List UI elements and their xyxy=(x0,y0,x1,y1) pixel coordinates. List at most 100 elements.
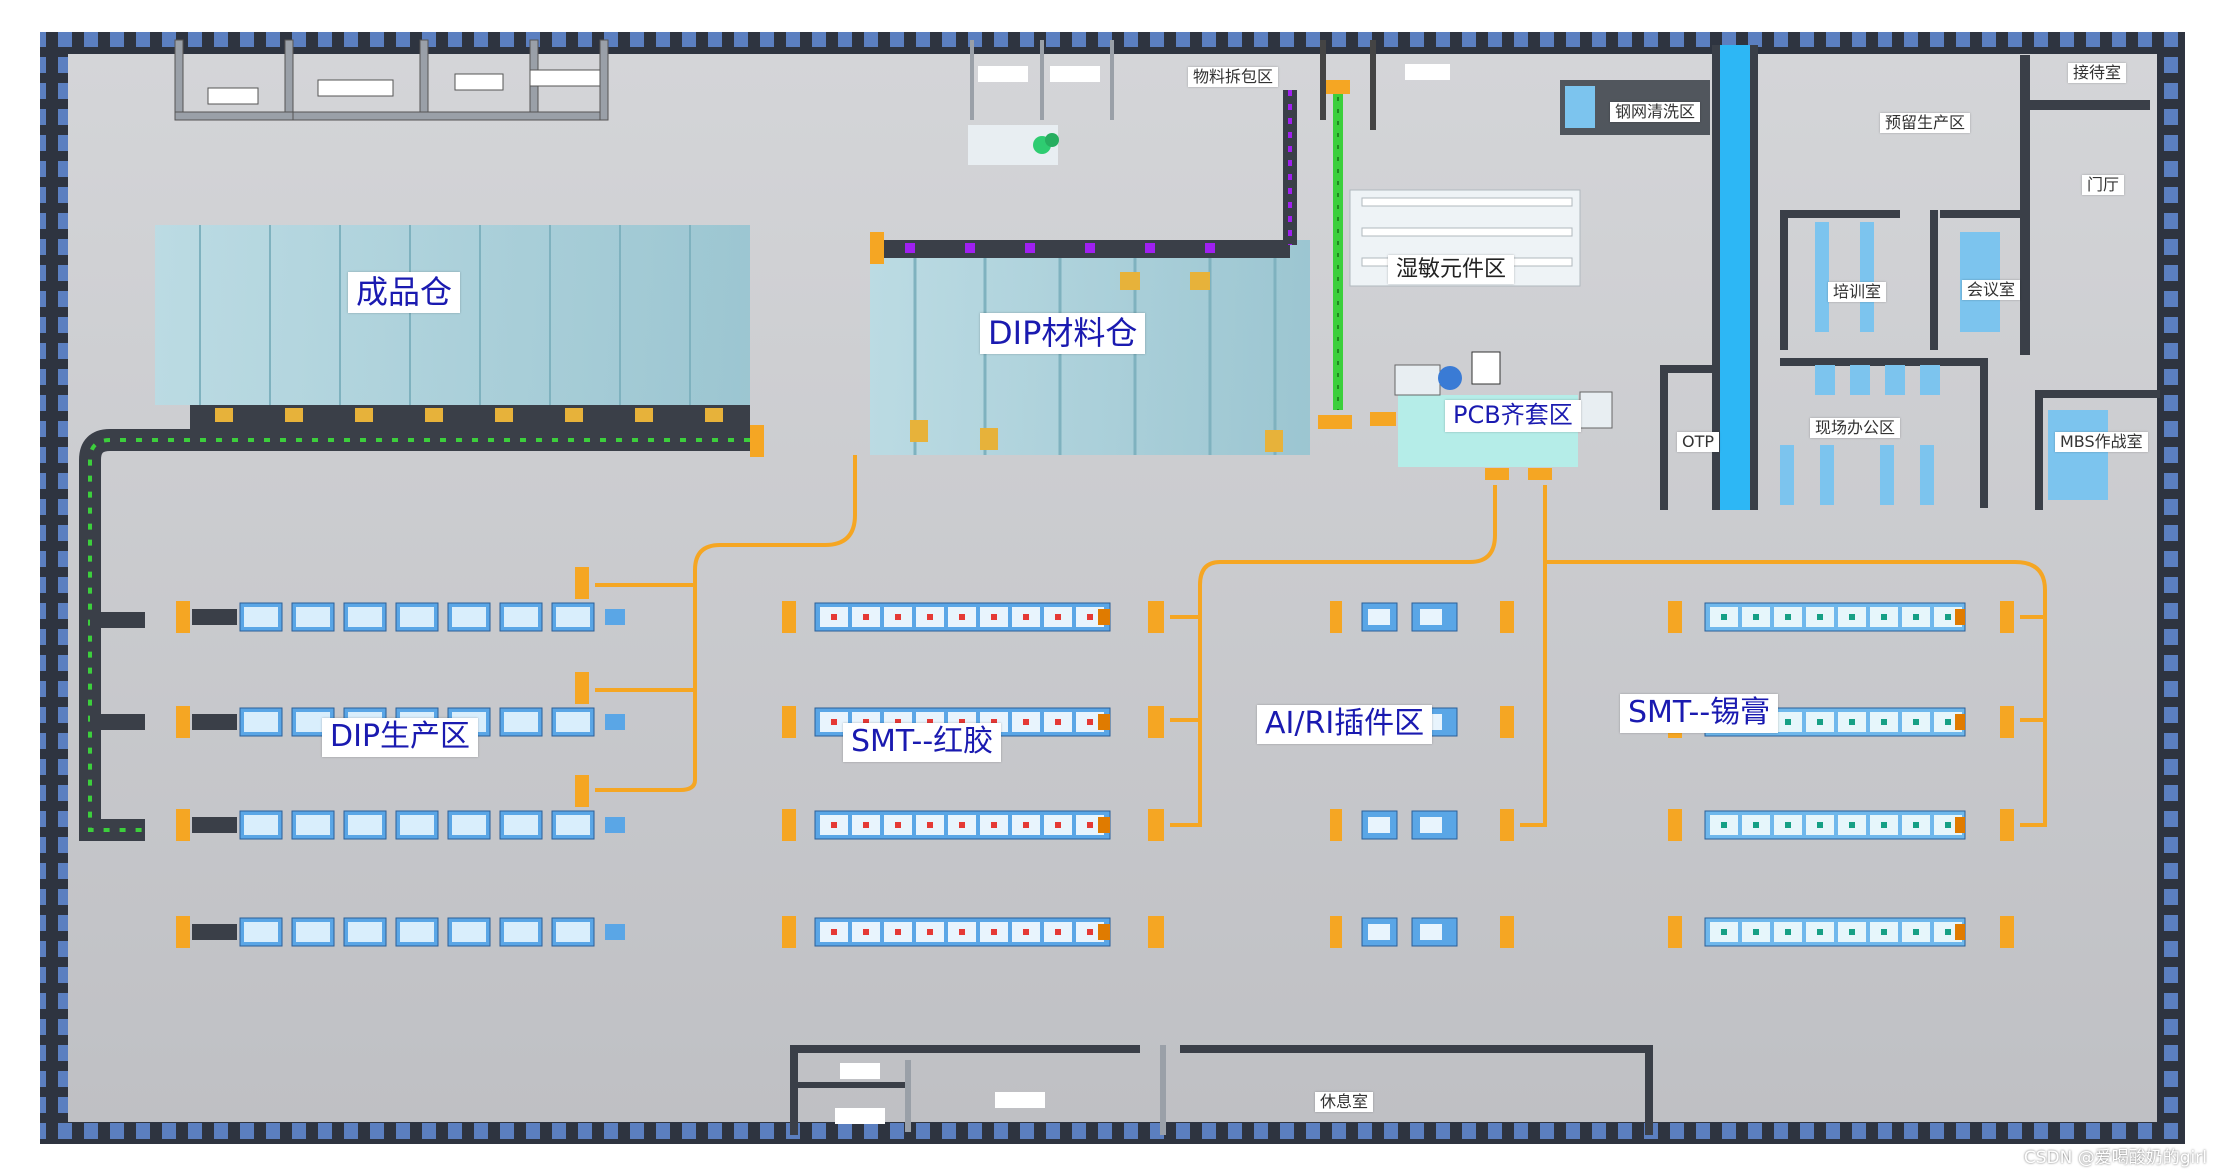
smt-paste-agv-dock xyxy=(2000,706,2014,738)
smt-paste-indicator xyxy=(1945,614,1951,620)
smt-glue-agv-dock xyxy=(1148,809,1164,841)
ai-ri-feeder xyxy=(1330,809,1342,841)
dip-line-end xyxy=(605,817,625,833)
smt-glue-end xyxy=(1098,609,1110,625)
zone-label-pcb-kitting: PCB齐套区 xyxy=(1445,400,1581,432)
smt-paste-indicator xyxy=(1753,929,1759,935)
ai-ri-window xyxy=(1368,817,1390,833)
smt-glue-agv-dock xyxy=(1148,601,1164,633)
smt-paste-indicator xyxy=(1913,614,1919,620)
bottom-rooms xyxy=(790,1045,1653,1135)
zone-label-moisture-sensitive: 湿敏元件区 xyxy=(1388,255,1515,285)
smt-paste-indicator xyxy=(1817,614,1823,620)
smt-paste-indicator xyxy=(1785,929,1791,935)
smt-paste-indicator xyxy=(1849,614,1855,620)
dip-line-end xyxy=(605,924,625,940)
dip-machine-window xyxy=(504,712,538,732)
green-vertical-conveyor xyxy=(1326,80,1350,410)
smt-paste-indicator xyxy=(1817,719,1823,725)
dip-line-conveyor xyxy=(192,817,237,833)
smt-glue-indicator xyxy=(831,822,837,828)
green-conveyor xyxy=(79,429,750,841)
ai-ri-feeder xyxy=(1330,601,1342,633)
smt-paste-indicator xyxy=(1881,719,1887,725)
dip-machine-window xyxy=(504,922,538,942)
dip-machine-window xyxy=(348,607,382,627)
smt-paste-indicator xyxy=(1945,822,1951,828)
smt-paste-indicator xyxy=(1753,822,1759,828)
smt-paste-indicator xyxy=(1913,719,1919,725)
zone-label-training: 培训室 xyxy=(1828,282,1887,303)
zone-label-smt-paste: SMT--锡膏 xyxy=(1620,694,1779,733)
dip-machine-window xyxy=(244,607,278,627)
dip-machine-window xyxy=(452,922,486,942)
ai-ri-agv-dock xyxy=(1500,601,1514,633)
smt-glue-indicator xyxy=(831,929,837,935)
dip-line-agv-dock xyxy=(575,672,589,704)
dip-line-feeder xyxy=(176,809,190,841)
ai-ri-window xyxy=(1420,817,1442,833)
smt-paste-end xyxy=(1955,924,1965,940)
smt-paste-agv-dock xyxy=(2000,916,2014,948)
smt-glue-indicator xyxy=(1023,719,1029,725)
zone-label-mbs-room: MBS作战室 xyxy=(2055,432,2148,453)
smt-glue-indicator xyxy=(991,822,997,828)
ai-ri-window xyxy=(1420,609,1442,625)
dip-machine-window xyxy=(296,712,330,732)
ai-ri-agv-dock xyxy=(1500,706,1514,738)
dip-machine-window xyxy=(348,922,382,942)
smt-glue-indicator xyxy=(1087,929,1093,935)
smt-glue-end xyxy=(1098,924,1110,940)
dip-machine-window xyxy=(556,712,590,732)
top-middle-rooms xyxy=(968,40,1450,165)
smt-glue-end xyxy=(1098,817,1110,833)
smt-paste-end xyxy=(1955,609,1965,625)
smt-glue-end xyxy=(1098,714,1110,730)
smt-glue-indicator xyxy=(991,929,997,935)
smt-glue-indicator xyxy=(1023,929,1029,935)
dip-line-end xyxy=(605,609,625,625)
ai-ri-agv-dock xyxy=(1500,809,1514,841)
smt-paste-indicator xyxy=(1849,929,1855,935)
smt-glue-feeder xyxy=(782,809,796,841)
smt-glue-indicator xyxy=(991,614,997,620)
zone-label-meeting: 会议室 xyxy=(1962,280,2021,301)
smt-paste-agv-dock xyxy=(2000,809,2014,841)
dip-line-agv-dock xyxy=(575,567,589,599)
smt-glue-indicator xyxy=(959,719,965,725)
smt-glue-indicator xyxy=(1087,719,1093,725)
smt-paste-indicator xyxy=(1785,614,1791,620)
smt-paste-indicator xyxy=(1753,614,1759,620)
smt-glue-indicator xyxy=(927,822,933,828)
dip-machine-window xyxy=(504,815,538,835)
smt-paste-indicator xyxy=(1817,822,1823,828)
zone-label-otp: OTP xyxy=(1677,432,1720,453)
smt-glue-indicator xyxy=(927,929,933,935)
smt-glue-indicator xyxy=(927,614,933,620)
dip-line-feeder xyxy=(176,601,190,633)
smt-glue-indicator xyxy=(863,719,869,725)
smt-glue-indicator xyxy=(959,929,965,935)
smt-paste-indicator xyxy=(1721,614,1727,620)
ai-ri-window xyxy=(1368,609,1390,625)
smt-glue-indicator xyxy=(831,614,837,620)
production-lines xyxy=(176,567,2014,948)
smt-glue-indicator xyxy=(959,822,965,828)
zone-label-reception: 接待室 xyxy=(2068,63,2127,84)
zone-label-site-office: 现场办公区 xyxy=(1810,418,1901,439)
smt-glue-indicator xyxy=(1087,614,1093,620)
dip-machine-window xyxy=(244,815,278,835)
smt-glue-indicator xyxy=(1023,614,1029,620)
smt-paste-end xyxy=(1955,714,1965,730)
smt-glue-indicator xyxy=(1055,822,1061,828)
smt-glue-agv-dock xyxy=(1148,706,1164,738)
zone-label-smt-glue: SMT--红胶 xyxy=(843,723,1002,762)
smt-paste-indicator xyxy=(1849,822,1855,828)
dip-machine-window xyxy=(556,922,590,942)
smt-paste-feeder xyxy=(1668,916,1682,948)
smt-paste-indicator xyxy=(1881,929,1887,935)
ai-ri-window xyxy=(1368,924,1390,940)
dip-machine-window xyxy=(296,815,330,835)
smt-glue-feeder xyxy=(782,706,796,738)
